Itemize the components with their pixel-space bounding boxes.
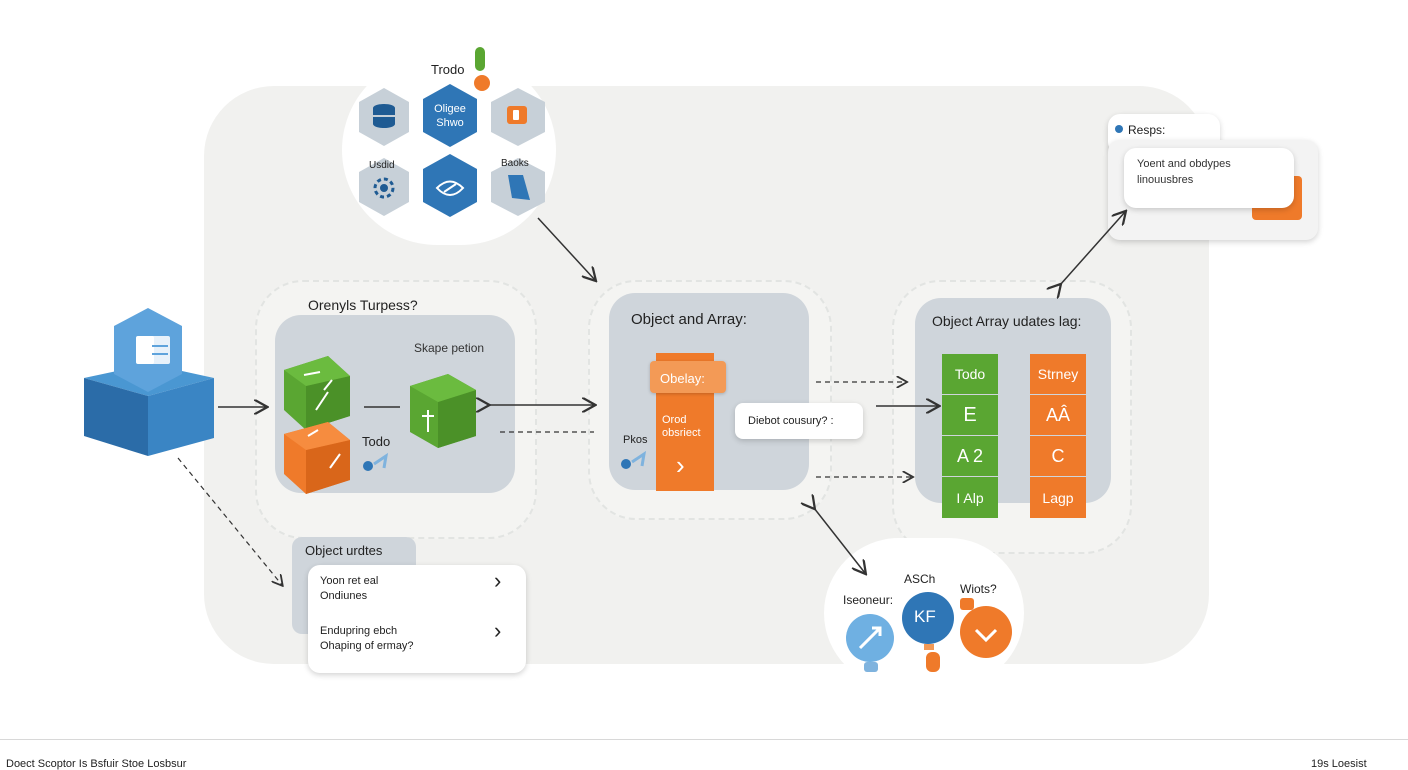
green-cell: I Alp: [942, 477, 998, 518]
hex-brand-label: Baoks: [501, 158, 529, 169]
center-stack-chevron[interactable]: ›: [676, 450, 685, 480]
response-card: [1124, 148, 1294, 208]
left-panel-todo: Todo: [362, 434, 391, 449]
center-tag-label: Obelay:: [660, 371, 705, 386]
bottom-label-mid: ASCh: [904, 572, 936, 586]
logo-green-bar: [475, 47, 485, 71]
cube-badge-icon: [136, 336, 170, 364]
kf-bubble-icon: [902, 592, 954, 672]
response-dot-icon: [1115, 125, 1123, 133]
orange-column: Strney AÂ C Lagp: [1030, 354, 1086, 518]
right-panel-title: Object Array udates lag:: [932, 313, 1082, 329]
arrow-hex-to-center: [537, 217, 595, 280]
top-hex-label: Trodo: [431, 62, 465, 77]
orange-cell: AÂ: [1030, 395, 1086, 435]
cube-left-face: [84, 378, 148, 456]
left-panel-subtitle: Skape petion: [414, 341, 485, 355]
center-pin-label: Pkos: [623, 434, 648, 446]
response-card-title: Resps:: [1128, 123, 1166, 137]
handshake-icon: [435, 180, 465, 196]
center-tag: [650, 361, 726, 393]
kf-badge-text: KF: [914, 607, 936, 626]
cube-right-face: [148, 378, 214, 456]
updates-row[interactable]: Endupring ebch Ohaping of ermay? ›: [308, 618, 526, 664]
center-stack-text: Orod obsriect: [662, 414, 701, 439]
left-panel-cubes: [284, 356, 476, 494]
arrow-cube-to-updates: [177, 457, 282, 585]
left-panel-title: Orenyls Turpess?: [308, 297, 418, 313]
brand-icon: [508, 175, 530, 200]
hex-storage-center: [423, 84, 477, 147]
updates-tab-label: Object urdtes: [305, 543, 383, 558]
pin-icon-center: [621, 450, 647, 469]
app-icon: [507, 106, 527, 124]
database-icon: [373, 104, 395, 128]
bottom-circle-icons: [846, 592, 1012, 672]
footer-right-text: 19s Loesist: [1311, 758, 1367, 770]
footer-bar: Doect Scoptor Is Bsfuir Stoe Losbsur 19s…: [0, 739, 1408, 770]
bottom-label-right: Wiots?: [960, 582, 997, 596]
green-column: Todo E A 2 I Alp: [942, 354, 998, 518]
bottom-label-left: Iseoneur:: [843, 593, 894, 607]
center-panel-title: Object and Array:: [631, 311, 747, 328]
gear-icon: [373, 177, 395, 199]
chevron-right-icon: ›: [494, 618, 502, 643]
hex-handshake: [423, 154, 477, 217]
pin-icon-left: [363, 452, 389, 471]
hex-user-label: Usdid: [369, 160, 395, 171]
green-cell: E: [942, 395, 998, 435]
source-cube: [84, 308, 214, 456]
logo-orange-dot: [474, 75, 490, 91]
top-hex-svg: [359, 47, 545, 217]
green-cell: A 2: [942, 436, 998, 476]
orange-bubble-icon: [960, 598, 1012, 658]
arrow-right-to-response: [1060, 212, 1125, 285]
footer-left-text: Doect Scoptor Is Bsfuir Stoe Losbsur: [6, 758, 187, 770]
updates-row-text: Yoon ret eal Ondiunes: [320, 575, 379, 602]
chevron-right-icon: ›: [494, 568, 502, 593]
response-card-body: Yoent and obdypes linouusbres: [1137, 158, 1231, 186]
updates-row-text: Endupring ebch Ohaping of ermay?: [320, 625, 414, 652]
green-cell: Todo: [942, 354, 998, 394]
center-bubble: [735, 403, 863, 439]
arrow-center-to-bottom: [814, 508, 865, 573]
orange-cell: Lagp: [1030, 477, 1086, 518]
hex-storage-label: Oligee Shwo: [434, 103, 466, 129]
center-bubble-text: Diebot cousury? :: [748, 415, 834, 427]
arrow-bubble-icon: [846, 614, 894, 672]
orange-cell: C: [1030, 436, 1086, 476]
orange-cell: Strney: [1030, 354, 1086, 394]
updates-card: [308, 565, 526, 673]
updates-row[interactable]: Yoon ret eal Ondiunes ›: [308, 568, 526, 614]
